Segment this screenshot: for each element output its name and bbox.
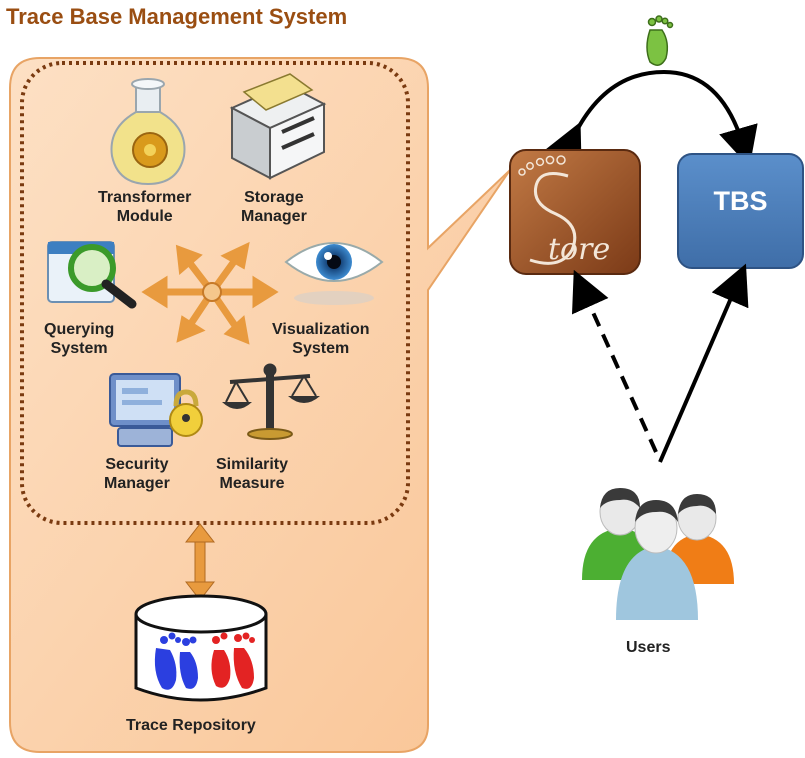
users-label: Users — [626, 639, 671, 656]
balance-scale-icon — [222, 363, 320, 440]
querying-system-label: Querying System — [44, 321, 115, 357]
repository-link-arrow — [184, 523, 216, 601]
store-footprint-icon — [518, 155, 566, 176]
cabinet-icon — [229, 73, 327, 180]
flask-icon — [110, 78, 186, 186]
red-footprints-icon — [211, 632, 255, 689]
store-label: tore — [548, 232, 611, 267]
storage-manager-label: Storage Manager — [241, 189, 307, 225]
eye-icon — [284, 242, 384, 305]
trace-repository-label: Trace Repository — [126, 717, 256, 734]
diagram-title: Trace Base Management System — [6, 4, 348, 29]
users-group-icon — [582, 488, 734, 620]
secure-monitor-icon — [109, 373, 203, 447]
similarity-measure-label: Similarity Measure — [216, 456, 289, 492]
blue-footprints-icon — [154, 632, 198, 690]
magnifier-icon — [47, 241, 137, 309]
tbs-label: TBS — [713, 186, 768, 216]
green-footprint-icon — [646, 15, 674, 66]
store-s-letter — [529, 172, 577, 265]
visualization-system-label: Visualization System — [272, 321, 370, 357]
store-tbs-curve-arrow — [545, 69, 758, 168]
transformer-module-label: Transformer Module — [98, 189, 192, 225]
security-manager-label: Security Manager — [104, 456, 170, 492]
tbms-panel — [9, 57, 511, 753]
users-store-dashed-arrow — [571, 269, 658, 453]
users-tbs-arrow — [658, 263, 749, 463]
